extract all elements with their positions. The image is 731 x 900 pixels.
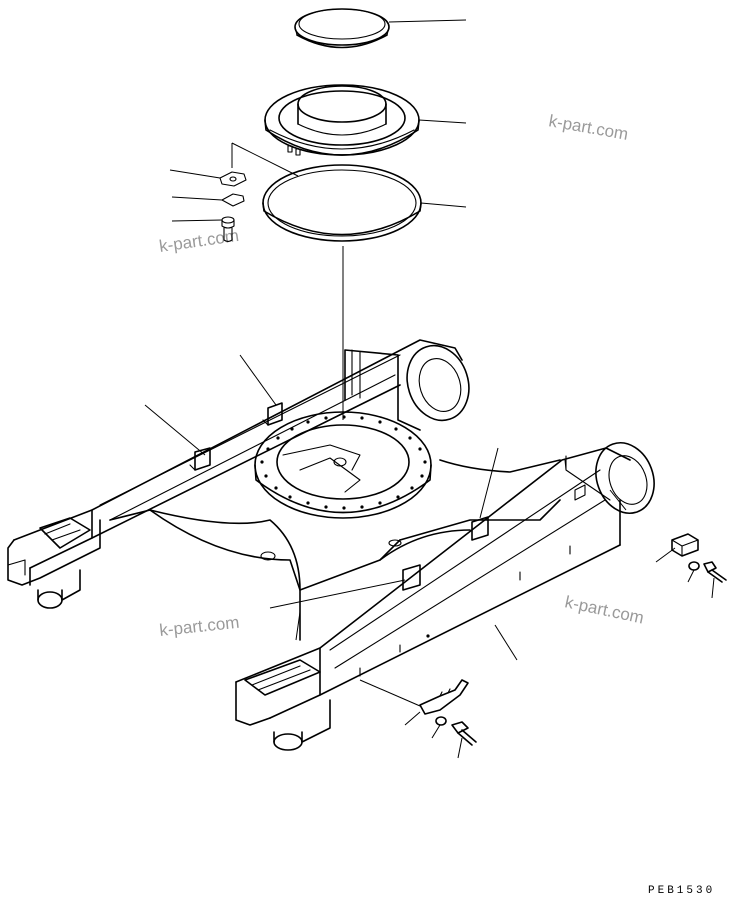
bolt-right: [703, 561, 727, 583]
leader-bracket: [231, 142, 299, 177]
track-frame: [7, 339, 655, 751]
swing-bearing: [264, 84, 420, 156]
washer-right: [688, 561, 700, 571]
gasket-ring: [262, 164, 422, 242]
watermark-bottom-right: k-part.com: [563, 592, 645, 627]
drawing-code: PEB1530: [648, 885, 715, 897]
washer-bottom: [435, 716, 447, 726]
leader-lines-frame: [144, 354, 715, 759]
leader-lines-top: [169, 19, 467, 420]
fitting-gasket: [221, 193, 245, 207]
mount-bolt-holes: [260, 415, 427, 510]
track-guard-block: [671, 533, 699, 557]
watermark-bottom-left: k-part.com: [158, 613, 240, 640]
seal-ring: [294, 8, 390, 49]
watermark-top-right: k-part.com: [547, 111, 629, 144]
fitting-plate: [219, 171, 247, 187]
bearing-pin-marks: [287, 145, 301, 156]
guard-plate-bottom: [419, 679, 469, 715]
bolt-bottom: [451, 721, 477, 746]
